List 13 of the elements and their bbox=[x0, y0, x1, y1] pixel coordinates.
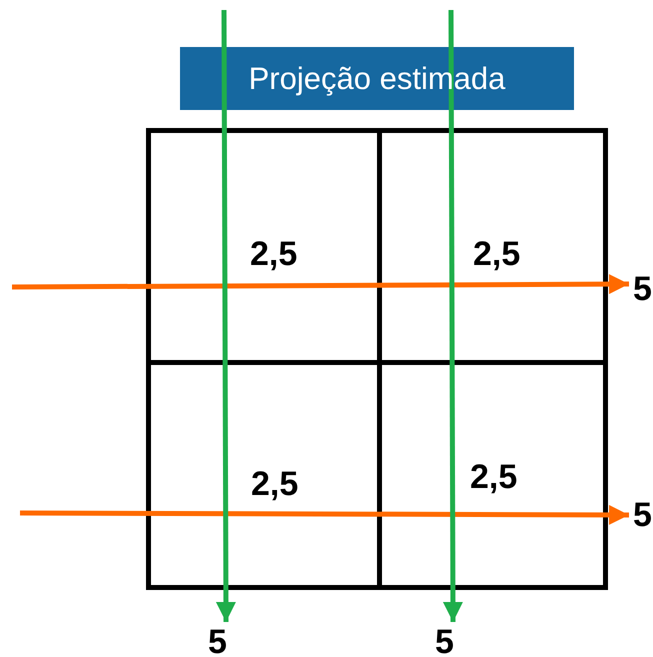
projection-sum: 5 bbox=[633, 272, 652, 306]
cell-value: 2,5 bbox=[250, 237, 298, 271]
projection-sum: 5 bbox=[633, 498, 652, 532]
title: Projeção estimada bbox=[248, 60, 506, 98]
projection-arrow bbox=[12, 274, 630, 294]
projection-arrow bbox=[216, 10, 236, 622]
projection-arrow bbox=[442, 10, 463, 622]
projection-sum: 5 bbox=[208, 625, 227, 657]
projection-sum: 5 bbox=[435, 625, 454, 657]
cell-value: 2,5 bbox=[251, 467, 298, 501]
projection-arrow bbox=[20, 504, 629, 525]
cell-value: 2,5 bbox=[473, 237, 520, 271]
cell-value: 2,5 bbox=[470, 460, 518, 494]
